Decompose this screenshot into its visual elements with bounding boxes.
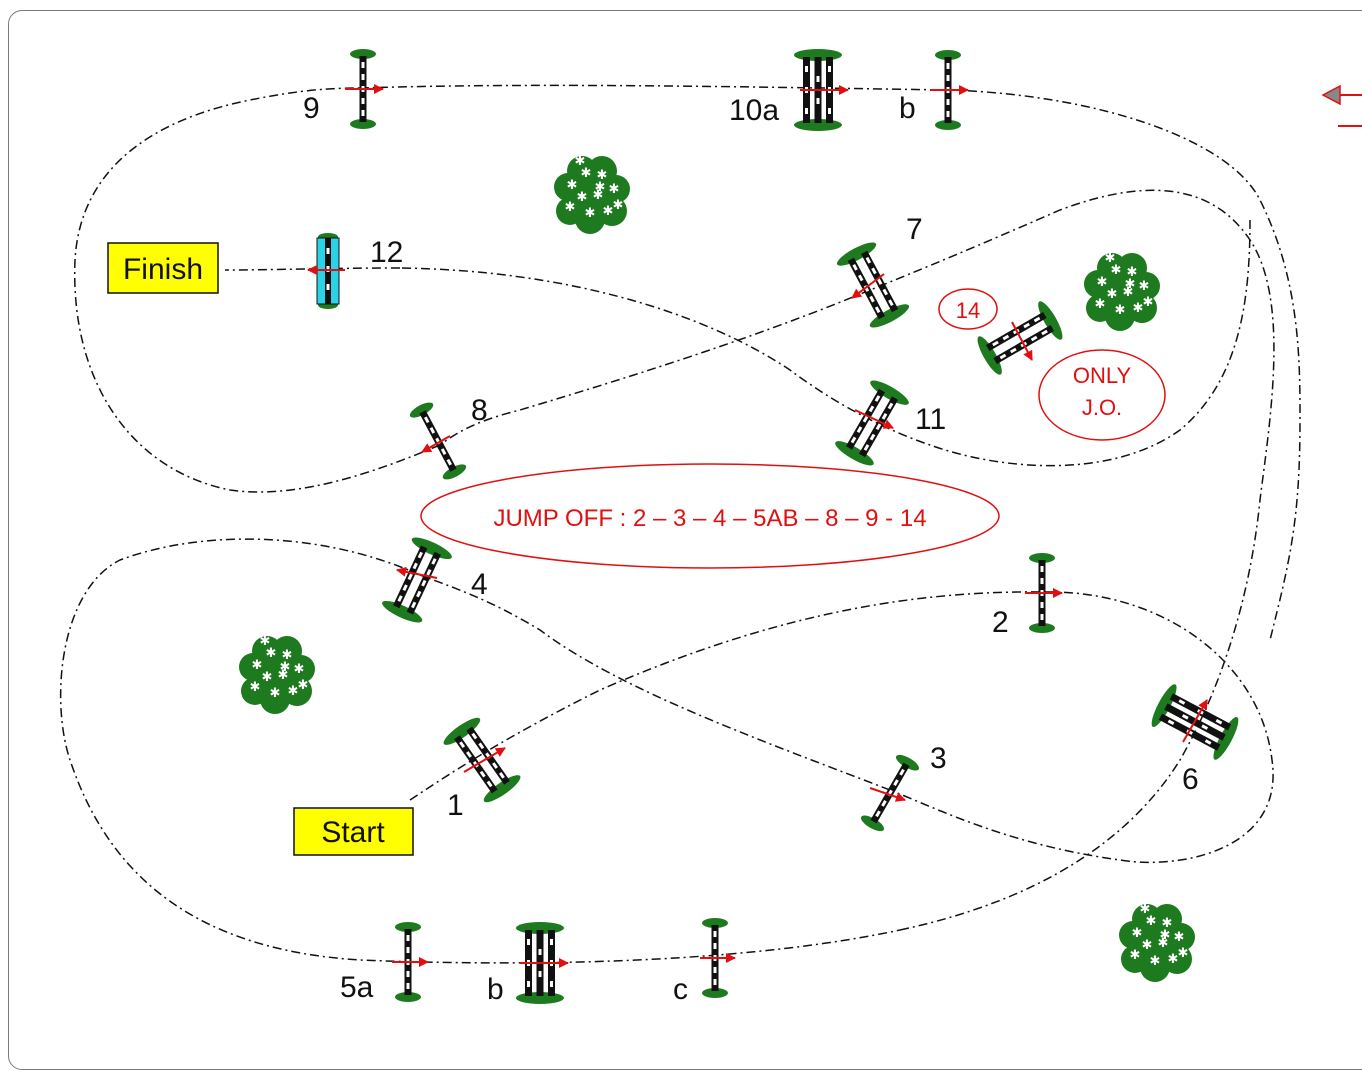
fence-6 — [1147, 681, 1243, 763]
fence-5b — [516, 922, 569, 1004]
fence-2 — [1025, 553, 1063, 633]
path-start-to-2 — [409, 591, 1046, 801]
fence-number-3: 3 — [930, 742, 947, 775]
legend-arrow-icon — [1321, 84, 1362, 127]
only-jo-line2: J.O. — [1082, 395, 1122, 420]
fence-number-12: 12 — [370, 236, 403, 269]
fence-10b — [930, 50, 969, 130]
fence-number-6: 6 — [1182, 763, 1199, 796]
fence-number-7: 7 — [906, 213, 923, 246]
fence-4 — [379, 533, 455, 627]
course-path — [59, 84, 1301, 964]
only-jump-off-note: ONLY J.O. — [1038, 349, 1166, 441]
path-12-to-finish — [224, 267, 401, 271]
path-4-to-5 — [59, 538, 901, 964]
fence-number-10a: 10a — [729, 94, 779, 127]
path-8-to-9 — [73, 87, 441, 493]
fence-3 — [858, 751, 922, 835]
path-5-to-7 — [869, 189, 1275, 931]
fence-14-label: 14 — [938, 288, 998, 330]
fence-number-5a: 5a — [340, 971, 374, 1004]
finish-box: Finish — [107, 242, 219, 294]
fence-number-11: 11 — [915, 403, 946, 436]
fence-number-5c: c — [673, 973, 688, 1006]
start-label: Start — [321, 816, 385, 849]
bush-decoration — [554, 154, 630, 234]
bush-decoration — [239, 634, 315, 714]
path-7-to-8 — [439, 289, 871, 446]
fence-1 — [440, 713, 524, 807]
only-jo-line1: ONLY — [1073, 363, 1132, 388]
start-box: Start — [293, 807, 414, 856]
fence-number-9: 9 — [303, 92, 320, 125]
path-11-to-12 — [399, 219, 1251, 467]
fence-8 — [407, 399, 469, 483]
jump-off-annotation: JUMP OFF : 2 – 3 – 4 – 5AB – 8 – 9 - 14 — [420, 463, 1000, 569]
bush-decoration — [1084, 251, 1160, 331]
fence-number-14: 14 — [956, 298, 980, 323]
path-2-to-3 — [889, 591, 1274, 864]
fence-5c — [700, 918, 736, 998]
finish-label: Finish — [123, 253, 203, 286]
jump-off-text: JUMP OFF : 2 – 3 – 4 – 5AB – 8 – 9 - 14 — [493, 505, 926, 532]
fence-number-10b: b — [899, 92, 916, 125]
fence-number-2: 2 — [992, 606, 1009, 639]
fence-10a — [794, 49, 849, 131]
fence-number-5b: b — [487, 973, 504, 1006]
fence-number-4: 4 — [471, 568, 488, 601]
path-9-to-10-loop — [359, 84, 1301, 641]
fence-14 — [973, 298, 1067, 378]
bush-decoration — [1119, 902, 1195, 982]
fence-9 — [345, 49, 384, 129]
course-frame — [8, 10, 1362, 1070]
fence-11 — [832, 376, 912, 470]
fence-7 — [834, 238, 912, 332]
fence-number-8: 8 — [471, 394, 488, 427]
fence-number-1: 1 — [447, 789, 464, 822]
fence-12-water — [307, 233, 345, 309]
fence-5a — [392, 922, 429, 1002]
